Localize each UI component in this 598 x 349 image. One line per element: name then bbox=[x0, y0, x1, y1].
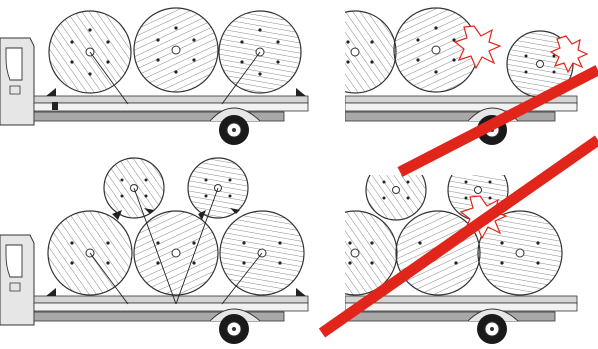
platform-side bbox=[345, 303, 577, 311]
panel-correct-single-row bbox=[0, 8, 308, 145]
platform-side bbox=[34, 103, 308, 111]
reel-hub bbox=[537, 61, 544, 68]
reel-hub bbox=[172, 46, 180, 54]
cable-reels bbox=[46, 158, 306, 304]
wheel-axle bbox=[490, 327, 494, 331]
truck bbox=[314, 8, 587, 145]
cab-window-icon bbox=[6, 48, 22, 80]
platform-deck bbox=[34, 96, 308, 103]
chassis-rail bbox=[345, 312, 555, 321]
reel-hub bbox=[351, 48, 359, 56]
panel-correct-stacked bbox=[0, 158, 308, 344]
platform-deck bbox=[34, 296, 308, 303]
wheel-axle bbox=[232, 327, 236, 331]
cable-reels bbox=[46, 8, 306, 104]
stake-pocket bbox=[52, 102, 58, 110]
wheel-axle bbox=[232, 128, 236, 132]
platform-side bbox=[34, 303, 308, 311]
reel-hub bbox=[432, 46, 440, 54]
panel-incorrect-single-row bbox=[314, 8, 598, 172]
cab-window-icon bbox=[6, 245, 22, 277]
panel-incorrect-stacked bbox=[313, 140, 598, 344]
